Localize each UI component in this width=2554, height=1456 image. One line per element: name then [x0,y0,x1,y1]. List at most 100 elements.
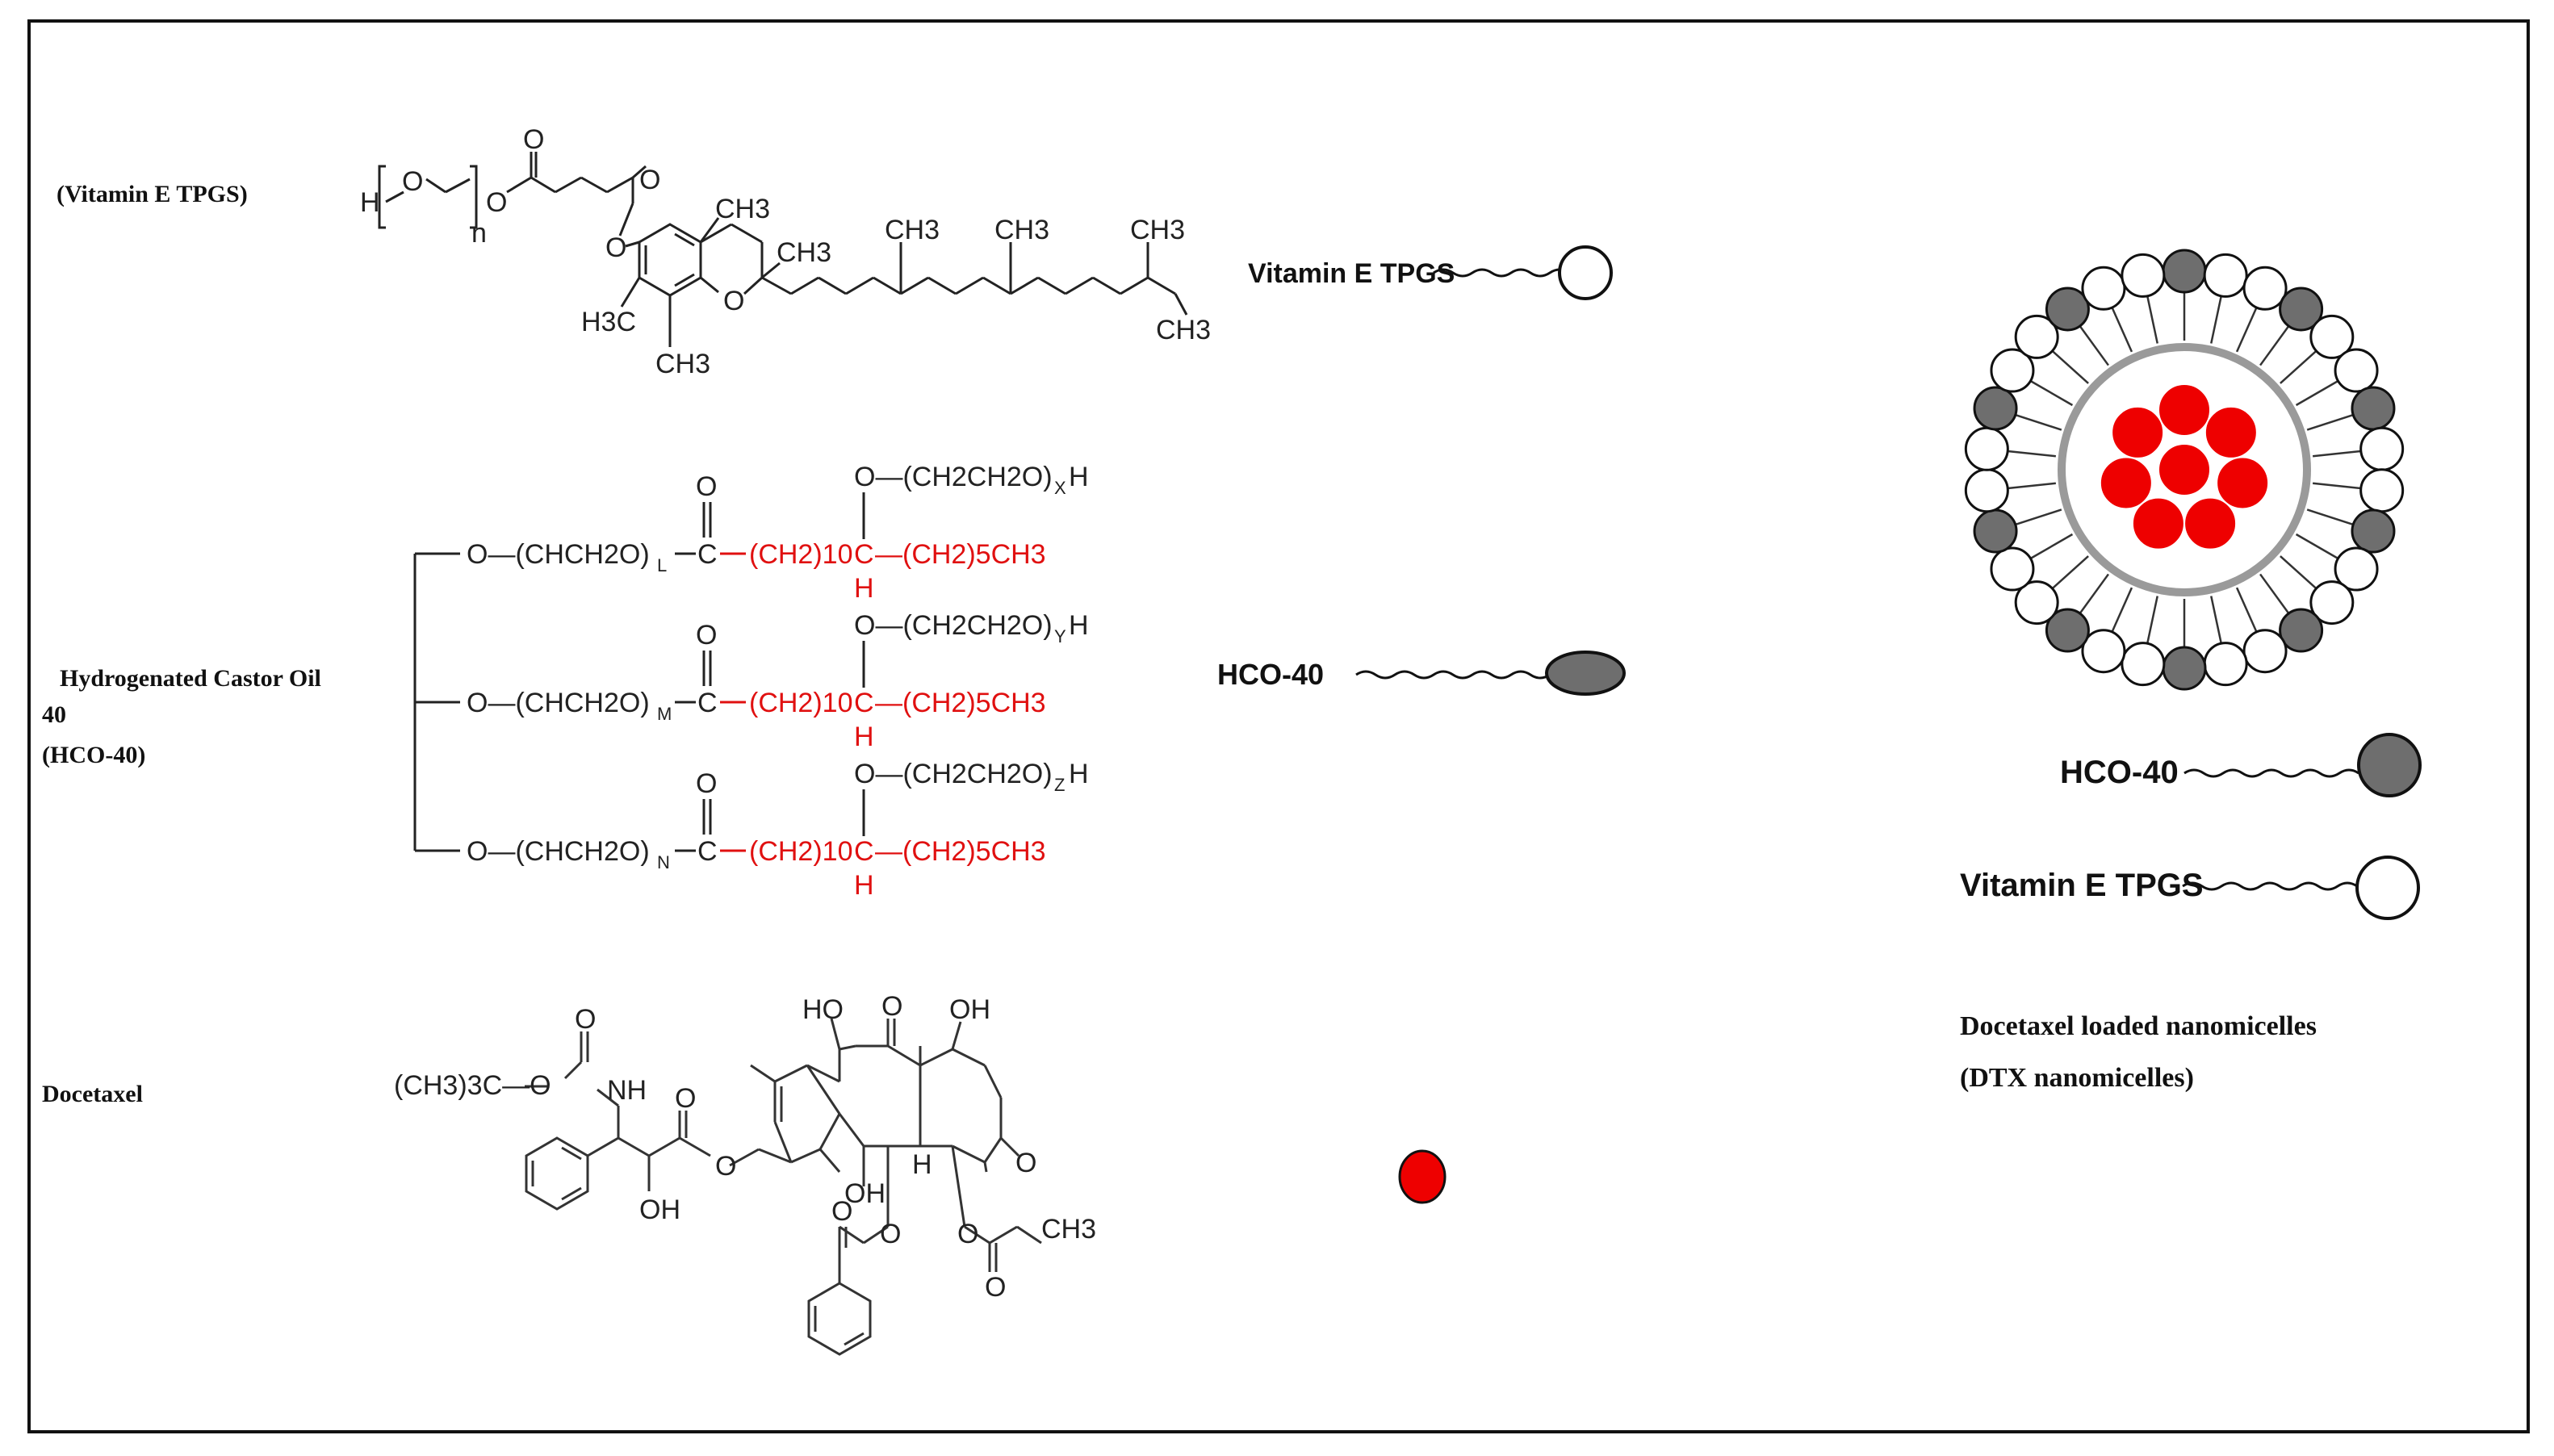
tpgs-h: H [360,187,380,218]
docetaxel-drug-icon [1398,1149,1447,1204]
micelle-drug [2216,456,2270,510]
micelle-tpgs-head [1964,426,2009,471]
hco-peg-sub: M [657,704,672,724]
micelle-tail [2312,450,2361,458]
tpgs-icon-head [1558,245,1613,300]
micelle-hco-head [1973,508,2018,554]
doc-o-bz-carbonyl: O [831,1196,852,1227]
legend-tpgs-tail [2182,881,2358,891]
hco-tail: —(CH2)5CH3 [875,688,1046,718]
docetaxel-atom-labels: (CH3)3C—O NH O O OH HO O OH OH H O O O C… [394,991,1096,1303]
tpgs-atom-labels: H O n O O O O O CH3 CH3 H3C CH3 CH3 CH3 … [360,124,1211,379]
doc-o-carb: O [575,1004,596,1035]
doc-oh2: OH [949,994,990,1025]
micelle-tail [2008,482,2057,490]
micelle-hco-head [2351,386,2396,431]
docetaxel-label: Docetaxel [42,1081,143,1107]
tpgs-ch3-chain-1: CH3 [885,215,940,245]
hco-peg-text: O—(CHCH2O) [467,539,650,570]
micelle-tpgs-head [1990,348,2035,393]
tpgs-ch3-bottom: CH3 [655,349,710,379]
micelle-tail [2259,325,2290,366]
micelle-drug [2183,496,2238,550]
micelle-tail [2111,587,2133,633]
hco-label-line-1: Hydrogenated Castor Oil [60,665,321,692]
micelle-tpgs-head [2014,580,2059,625]
hco-chain: (CH2)10 [749,836,852,867]
doc-o-link: O [715,1151,736,1182]
doc-o-bz: O [880,1219,901,1249]
micelle-tail [2051,349,2089,384]
hco-ch-h: H [854,573,874,604]
hco-side-chain: O—(CH2CH2O) [854,462,1053,492]
micelle-tpgs-head [2203,253,2248,298]
hco-peg-text: O—(CHCH2O) [467,688,650,718]
micelle-hco-head [2279,287,2324,332]
micelle-tpgs-head [2334,348,2379,393]
hco-side-chain: O—(CH2CH2O) [854,610,1053,641]
tpgs-icon: Vitamin E TPGS [1248,245,1613,300]
hco-icon: HCO-40 [1217,651,1626,696]
legend-hco-head [2357,733,2422,797]
tpgs-o5: O [605,232,626,263]
micelle-tail [2259,573,2290,614]
micelle-tail [2312,482,2361,490]
micelle-tpgs-head [1990,546,2035,592]
micelle-tail [2051,555,2089,590]
caption-line-2: (DTX nanomicelles) [1960,1063,2194,1093]
micelle-tail [2015,508,2062,526]
micelle-tail [2008,450,2057,458]
hco-side-sub: Y [1054,626,1066,646]
micelle-drug [2204,405,2258,459]
doc-o-ester: O [675,1083,696,1114]
doc-nh: NH [607,1075,647,1106]
micelle-tpgs-head [2359,468,2405,513]
doc-o-oxetane: O [1015,1148,1036,1178]
hco-label-line-3: (HCO-40) [42,742,145,768]
micelle-tpgs-head [1964,468,2009,513]
hco-ch-c: C [854,688,874,718]
hco-carbonyl-o: O [696,471,717,502]
hco-icon-head [1545,651,1626,696]
tpgs-ch3-top: CH3 [715,194,770,224]
micelle-tails [2008,292,2361,647]
micelle-tail [2146,596,2158,644]
micelle-tail [2306,413,2354,431]
micelle-tpgs-head [2359,426,2405,471]
micelle-tpgs-head [2242,629,2288,674]
micelle-tail [2146,295,2158,344]
tpgs-n: n [471,218,487,249]
tpgs-structure [378,152,1188,347]
micelle-tail [2235,307,2258,353]
micelle-tail [2029,533,2074,560]
hco-peg-sub: L [657,555,667,575]
hco-ch-c: C [854,836,874,867]
hco-side-sub: X [1054,478,1066,498]
micelle-tail [2079,325,2109,366]
micelle-tail [2280,555,2317,590]
tpgs-icon-tail [1433,268,1570,278]
micelle-tail [2015,413,2062,431]
hco-tail: —(CH2)5CH3 [875,539,1046,570]
micelle-tpgs-head [2334,546,2379,592]
doc-ho1: HO [802,994,844,1025]
figure-frame [27,19,2530,1433]
tpgs-ch3-end: CH3 [1156,315,1211,345]
vitamin-e-tpgs-label: (Vitamin E TPGS) [57,181,248,207]
hco-peg-sub: N [657,852,670,872]
legend-tpgs: Vitamin E TPGS [1960,856,2420,920]
hco-tail: —(CH2)5CH3 [875,836,1046,867]
doc-oh3: OH [844,1178,886,1209]
micelle-drug [2099,456,2153,510]
micelle-tpgs-head [2121,642,2166,687]
micelle-tail [2029,379,2074,407]
micelle-drug [2158,383,2211,437]
hco-side-sub: Z [1054,775,1065,795]
legend-hco: HCO-40 [2060,733,2422,797]
micelle-hco-head [2045,287,2090,332]
hco-side-chain: O—(CH2CH2O) [854,759,1053,789]
micelle-tail [2235,587,2258,633]
tpgs-ch3-chain-3: CH3 [1130,215,1185,245]
